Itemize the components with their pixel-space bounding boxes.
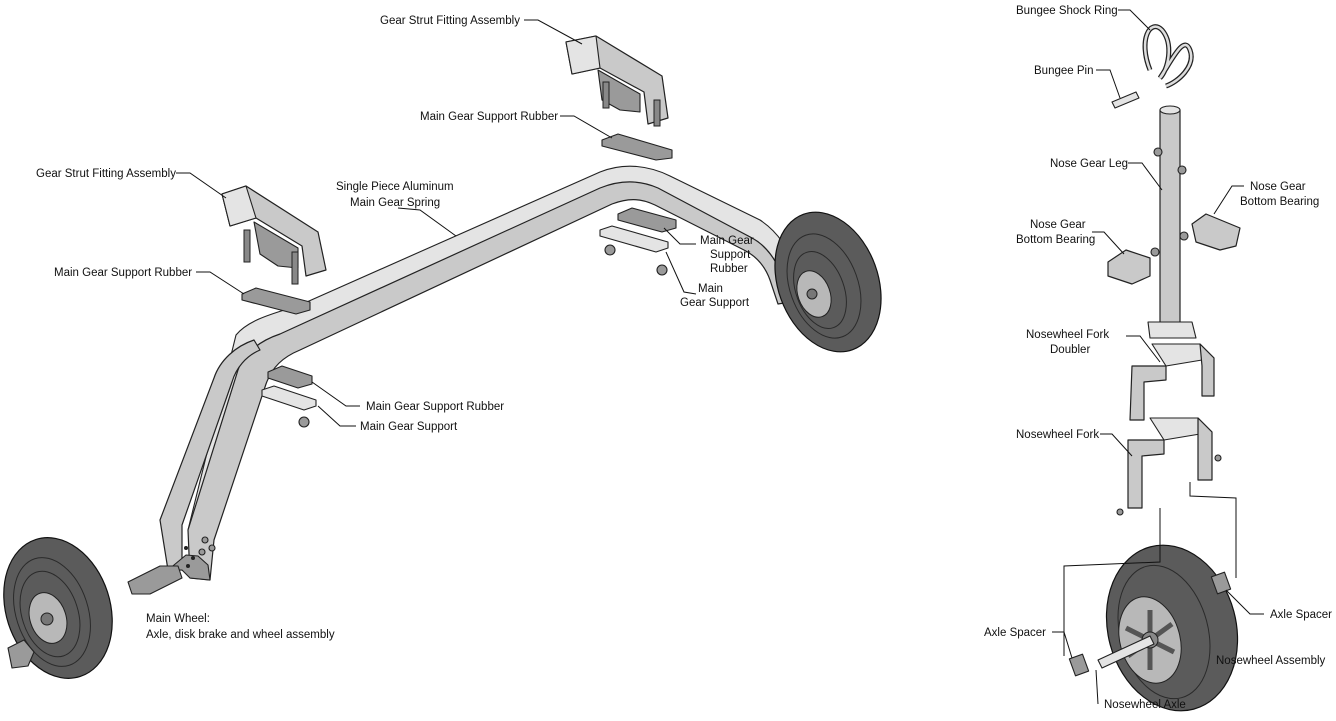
label-main-gear-support-rubber-left: Main Gear Support Rubber xyxy=(54,267,192,279)
label-nose-bearing-right-line1: Nose Gear xyxy=(1250,181,1306,193)
label-main-wheel-line2: Axle, disk brake and wheel assembly xyxy=(146,629,335,641)
label-spring-line1: Single Piece Aluminum xyxy=(336,181,454,193)
nosewheel-fork-icon xyxy=(1116,417,1222,516)
labels: Gear Strut Fitting Assembly Main Gear Su… xyxy=(36,5,1332,711)
leader-lines xyxy=(176,9,1264,705)
label-axle-spacer-right: Axle Spacer xyxy=(1270,609,1332,621)
nosewheel-fork-doubler-icon xyxy=(1129,343,1215,421)
label-fork-doubler-line1: Nosewheel Fork xyxy=(1026,329,1109,341)
label-bungee-pin: Bungee Pin xyxy=(1034,65,1093,77)
nose-gear-leg-icon xyxy=(1147,105,1197,339)
label-nosewheel-fork: Nosewheel Fork xyxy=(1016,429,1099,441)
label-main-gear-support-rubber-right: Main Gear Support Rubber xyxy=(420,111,558,123)
label-gear-strut-fitting-right: Gear Strut Fitting Assembly xyxy=(380,15,520,27)
label-right-support-rubber-line2: Support xyxy=(710,249,751,261)
gear-strut-fitting-left-icon xyxy=(221,185,327,285)
nosewheel-icon xyxy=(1068,544,1239,712)
label-nosewheel-assembly: Nosewheel Assembly xyxy=(1216,655,1326,667)
label-lower-support-rubber: Main Gear Support Rubber xyxy=(366,401,504,413)
main-wheel-right-icon xyxy=(774,211,882,353)
label-main-wheel-line1: Main Wheel: xyxy=(146,613,210,625)
main-wheel-left-icon xyxy=(3,536,216,679)
label-gear-strut-fitting-left: Gear Strut Fitting Assembly xyxy=(36,168,176,180)
label-right-support-rubber-line1: Main Gear xyxy=(700,235,754,247)
bungee-pin-icon xyxy=(1111,91,1140,109)
gear-strut-fitting-right-icon xyxy=(565,35,669,127)
label-fork-doubler-line2: Doubler xyxy=(1050,344,1090,356)
label-right-support-line1: Main xyxy=(698,283,723,295)
nose-gear-bearing-left-icon xyxy=(1107,249,1151,285)
label-nose-bearing-left-line1: Nose Gear xyxy=(1030,219,1086,231)
label-lower-support: Main Gear Support xyxy=(360,421,458,433)
label-spring-line2: Main Gear Spring xyxy=(350,197,440,209)
label-right-support-line2: Gear Support xyxy=(680,297,750,309)
label-nose-bearing-right-line2: Bottom Bearing xyxy=(1240,196,1319,208)
label-right-support-rubber-line3: Rubber xyxy=(710,263,748,275)
label-nosewheel-axle: Nosewheel Axle xyxy=(1104,699,1186,711)
label-axle-spacer-left: Axle Spacer xyxy=(984,627,1046,639)
nose-gear-bearing-right-icon xyxy=(1191,213,1241,251)
label-nose-gear-leg: Nose Gear Leg xyxy=(1050,158,1128,170)
label-nose-bearing-left-line2: Bottom Bearing xyxy=(1016,234,1095,246)
label-bungee-shock-ring: Bungee Shock Ring xyxy=(1016,5,1118,17)
support-rubber-icon xyxy=(241,133,677,428)
bungee-shock-ring-icon xyxy=(1142,24,1194,89)
